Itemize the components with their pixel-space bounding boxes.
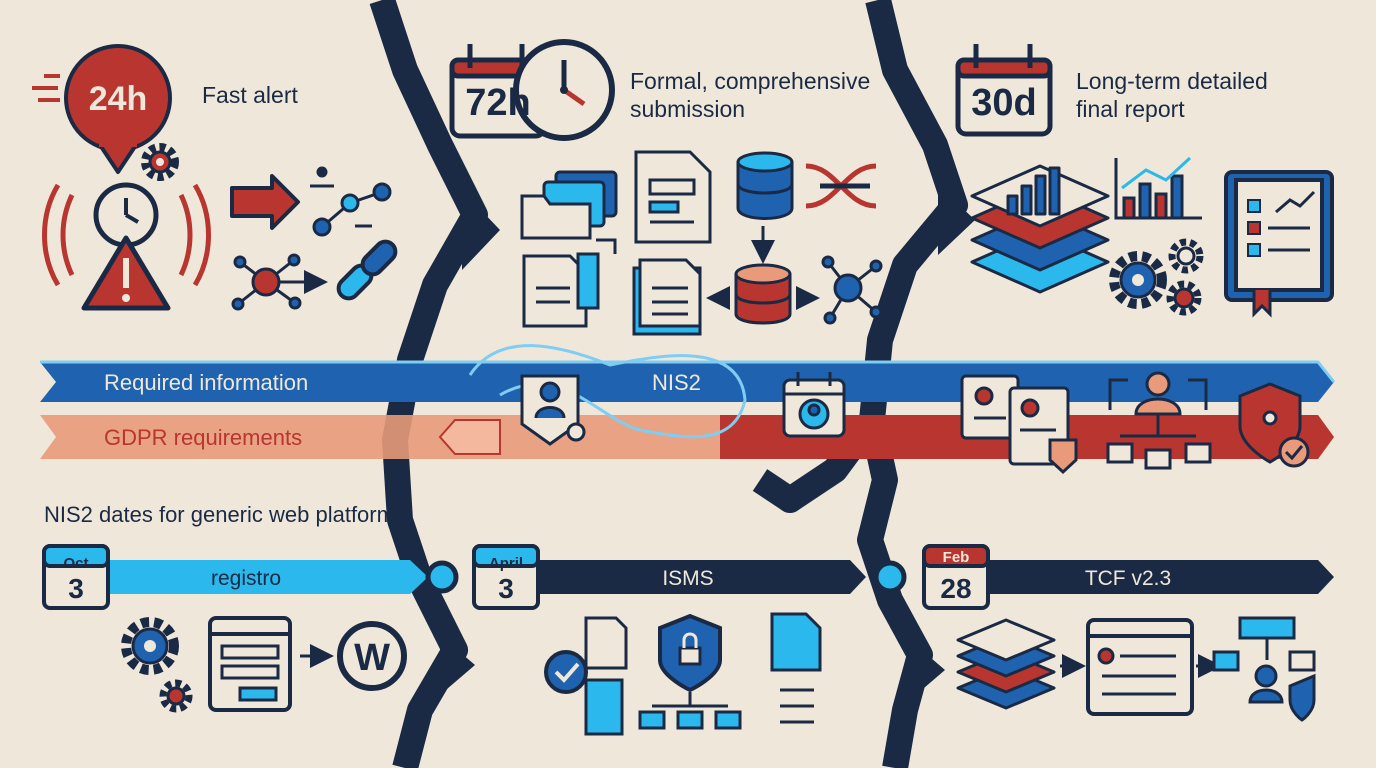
document-stack-icon	[632, 258, 702, 336]
gears-blue-icon	[121, 617, 193, 713]
phase-72h-group	[449, 39, 883, 336]
phase-divider-right	[752, 0, 968, 768]
speed-lines-icon	[32, 74, 60, 102]
layered-chart-icon	[970, 164, 1110, 294]
nis2-label: NIS2	[652, 370, 701, 395]
track-label-tcf: TCF v2.3	[1085, 567, 1171, 590]
date-month-3: Feb	[943, 549, 970, 566]
gear-icon	[141, 143, 179, 181]
date-month-2: April	[489, 555, 523, 572]
document-list-icon	[522, 238, 617, 328]
arrow-right-icon	[230, 174, 300, 230]
hub-nodes-icon	[231, 253, 328, 311]
date-day-3: 28	[940, 573, 971, 604]
flow-chevron-4	[910, 640, 945, 700]
shield-check-icon	[1238, 382, 1310, 468]
form-window-icon	[208, 616, 334, 712]
calendar-oct-icon	[42, 544, 110, 610]
badge-72h: 72h	[465, 82, 530, 124]
timeline-node-1	[425, 560, 459, 594]
badge-24h: 24h	[89, 80, 148, 118]
date-month-1: Oct	[63, 555, 88, 572]
database-red-icon	[706, 226, 820, 325]
calendar-30d-icon	[955, 44, 1053, 137]
flow-chevron-3	[440, 635, 475, 695]
isms-shield-icon	[544, 612, 822, 736]
track-isms	[530, 560, 866, 594]
dates-section-title: NIS2 dates for generic web platform	[44, 502, 395, 527]
svg-text:W: W	[354, 637, 390, 679]
warning-triangle-icon	[81, 235, 171, 311]
user-badge-icon	[520, 374, 586, 446]
badge-30d: 30d	[971, 82, 1036, 124]
gears-icon	[1109, 238, 1204, 316]
user-calendar-icon	[782, 372, 846, 438]
timeline-node-2	[873, 560, 907, 594]
track-tcf	[980, 560, 1334, 594]
tcf-layers-icon	[956, 618, 1086, 710]
required-information-label: Required information	[104, 370, 308, 395]
flow-chevron-2	[938, 185, 975, 255]
track-label-registro: registro	[211, 567, 281, 590]
consent-flow-icon	[1212, 616, 1316, 722]
phase-24h-label: Fast alert	[202, 82, 298, 108]
wordpress-icon: W	[337, 621, 407, 691]
calendar-feb-icon	[922, 544, 990, 610]
bar-chart-icon	[1114, 156, 1202, 220]
phase-30d-group	[955, 44, 1334, 318]
report-book-icon	[1224, 170, 1334, 318]
folders-stack-icon	[520, 170, 618, 240]
speech-bubble-24h-icon	[64, 44, 172, 174]
shuffle-arrows-icon	[805, 163, 877, 209]
tcf-window-icon	[1086, 618, 1222, 716]
date-day-2: 3	[498, 573, 514, 604]
clock-icon	[513, 39, 615, 141]
phase-72h-label-line2: submission	[630, 96, 746, 122]
gdpr-requirements-label: GDPR requirements	[104, 425, 302, 450]
chain-link-icon	[336, 239, 398, 301]
flow-chevron-1	[462, 190, 500, 270]
track-registro	[100, 560, 428, 594]
phase-72h-label-line1: Formal, comprehensive	[630, 68, 871, 94]
profile-cards-lock-icon	[960, 374, 1078, 475]
network-graph-icon	[310, 166, 392, 237]
nis2-band-overlay	[468, 344, 747, 439]
calendar-april-icon	[472, 544, 540, 610]
phase-24h-group	[32, 44, 398, 311]
track-label-isms: ISMS	[662, 567, 713, 590]
user-hierarchy-icon	[1106, 371, 1212, 470]
hub-blue-icon	[821, 255, 883, 325]
phase-30d-label-line1: Long-term detailed	[1076, 68, 1268, 94]
document-form-icon	[634, 150, 712, 244]
database-blue-icon	[736, 151, 794, 220]
phase-30d-label-line2: final report	[1076, 96, 1185, 122]
date-day-1: 3	[68, 573, 84, 604]
